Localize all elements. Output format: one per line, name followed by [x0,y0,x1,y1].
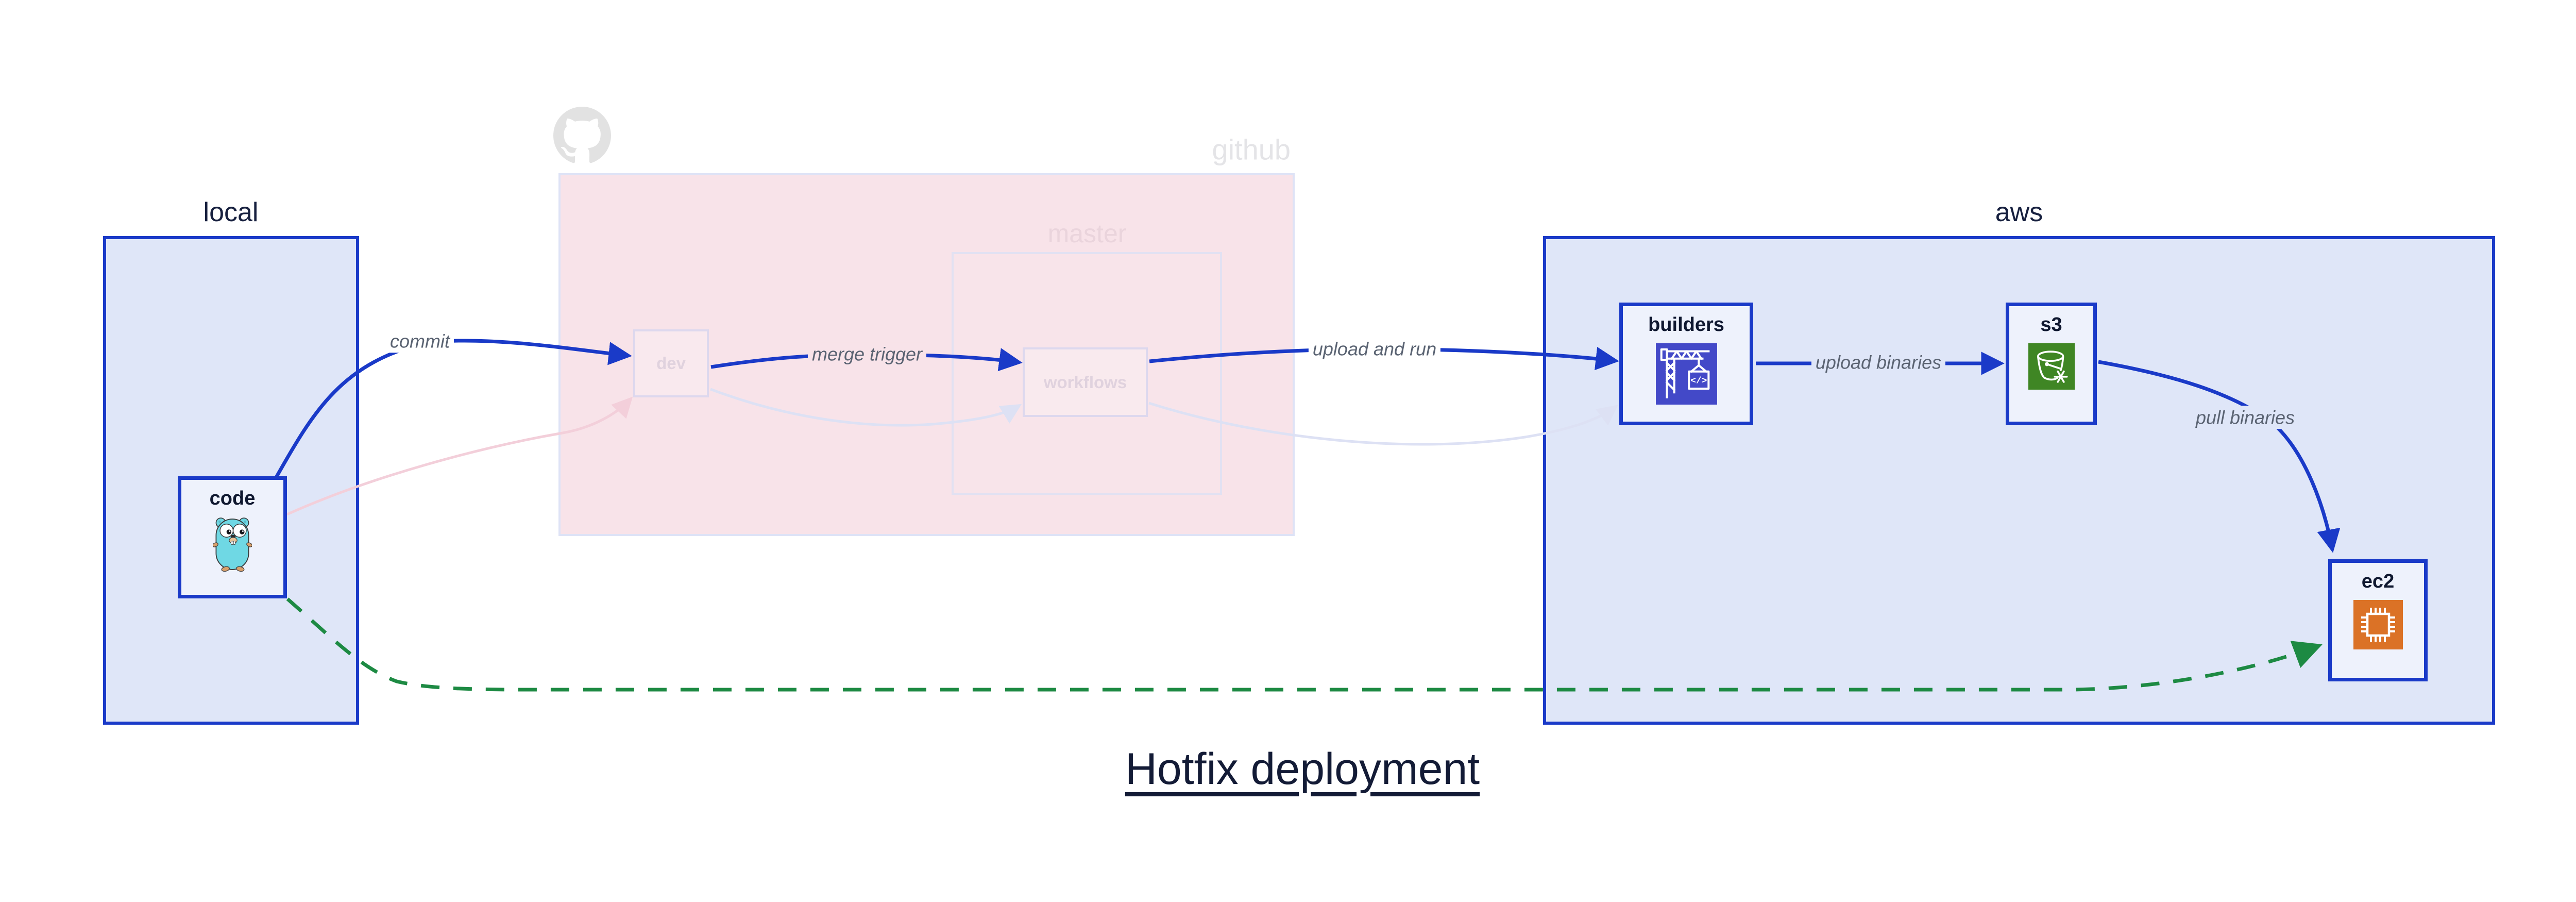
s3-bucket-snowflake-icon [2028,343,2075,390]
node-dev-label: dev [656,354,686,373]
node-builders-label: builders [1648,314,1724,336]
diagram-title: Hotfix deployment [1125,744,1480,794]
node-workflows-label: workflows [1043,372,1127,392]
github-container-label: github [1212,133,1291,166]
aws-container-label: aws [1995,197,2043,227]
ec2-chip-icon [2353,599,2403,649]
edge-label-commit: commit [386,329,454,353]
octocat-icon [553,107,611,163]
edge-label-pull-binaries: pull binaries [2191,406,2299,429]
node-s3: s3 [2006,303,2097,425]
node-ec2: ec2 [2328,559,2428,681]
edge-label-upload-binaries: upload binaries [1811,350,1946,374]
local-container-label: local [203,197,259,227]
codebuild-crane-icon: </> [1655,343,1717,405]
node-code-label: code [209,488,256,509]
master-branch-label: master [1047,219,1127,248]
node-code: code [178,476,287,598]
node-workflows: workflows [1023,347,1148,417]
edge-label-merge-trigger: merge trigger [807,342,927,366]
node-s3-label: s3 [2040,314,2062,336]
master-branch-box [952,252,1222,495]
svg-text:</>: </> [1690,376,1707,386]
node-builders: builders </> [1619,303,1753,425]
edge-label-upload-and-run: upload and run [1308,337,1441,361]
node-ec2-label: ec2 [2361,571,2395,592]
node-dev: dev [633,329,709,397]
go-gopher-icon [213,517,252,572]
